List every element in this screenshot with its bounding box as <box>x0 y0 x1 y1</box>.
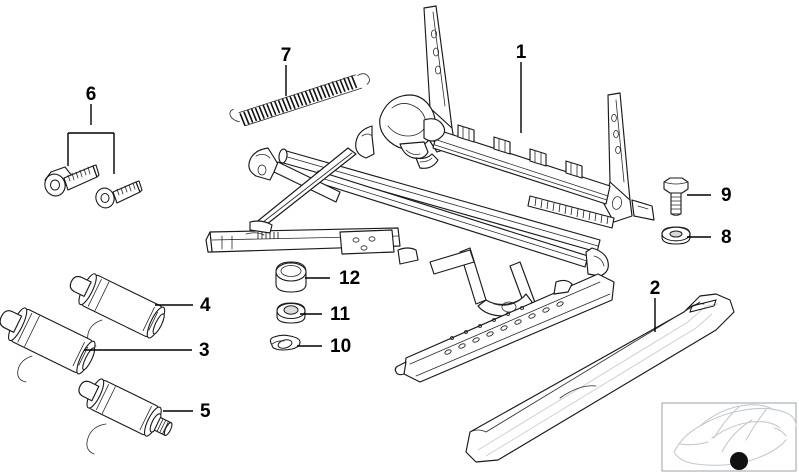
part-seat-rail-trim-cover: 2 <box>465 278 735 463</box>
vehicle-location-inset <box>661 402 797 472</box>
seat-rail-right-lower <box>394 273 615 383</box>
callout-label-10: 10 <box>330 336 351 357</box>
frame-center-actuator <box>355 94 446 169</box>
part-tension-spring: 7 <box>229 45 370 127</box>
callout-label-8: 8 <box>721 227 732 248</box>
part-protective-cap: 12 <box>275 261 360 293</box>
part-flat-washer: 8 <box>661 226 732 248</box>
inset-car-outline <box>673 404 797 466</box>
frame-threaded-spindle <box>527 195 615 229</box>
callout-label-2: 2 <box>650 278 661 299</box>
callout-label-5: 5 <box>200 401 211 422</box>
callout-label-9: 9 <box>721 185 732 206</box>
cap-screw-right <box>95 180 143 209</box>
part-rubber-grommet: 11 <box>276 302 351 325</box>
part-drive-motor-large: 3 <box>0 307 210 383</box>
callout-label-11: 11 <box>330 304 351 325</box>
part-drive-motor-geared: 5 <box>78 378 211 455</box>
part-retaining-clip: 10 <box>269 334 351 357</box>
callout-label-12: 12 <box>339 268 360 289</box>
part-drive-motor-upper: 4 <box>69 273 211 347</box>
part-hex-socket-cap-screws: 6 <box>44 84 143 209</box>
seat-position-marker <box>730 452 748 470</box>
callout-label-1: 1 <box>516 42 527 63</box>
callout-label-3: 3 <box>199 340 210 361</box>
backrest-bracket-right <box>603 92 655 223</box>
callout-label-4: 4 <box>200 295 211 316</box>
cap-screw-left <box>44 164 100 197</box>
callout-label-7: 7 <box>281 45 292 66</box>
frame-left-front-rail <box>205 220 401 255</box>
callout-label-6: 6 <box>86 84 97 105</box>
frame-torsion-tube <box>278 148 601 253</box>
seat-rail-left-lower <box>397 247 475 275</box>
part-hex-head-bolt: 9 <box>663 177 732 216</box>
part-seat-frame-assembly: 1 <box>205 5 655 383</box>
